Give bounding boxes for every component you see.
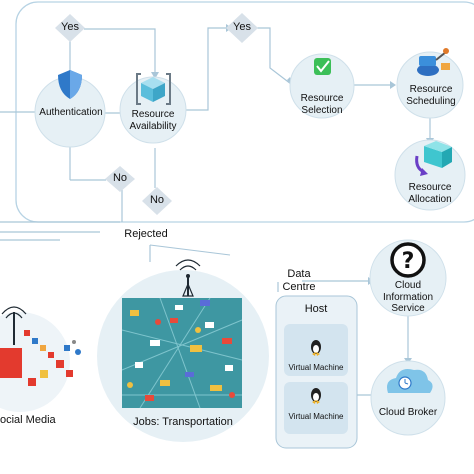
city-network (121, 297, 243, 409)
social-media-label: ocial Media (0, 414, 56, 426)
antenna-icon (175, 259, 201, 297)
authentication-label: Authentication (39, 107, 103, 118)
social-media-circle (0, 312, 70, 412)
resource-scheduling-label: Resource Scheduling (406, 84, 456, 107)
cloud-broker-label: Cloud Broker (378, 407, 438, 418)
vm-card-2 (284, 382, 348, 434)
antenna-link (149, 244, 231, 256)
box-arrow-icon (415, 141, 452, 176)
vm-2-label: Virtual Machine (288, 412, 344, 421)
decision-yes-right (226, 13, 258, 43)
decision-no-upper-label: No (112, 172, 128, 184)
svg-text:?: ? (402, 249, 415, 274)
decision-yes-left (55, 14, 85, 42)
resource-selection-label: Resource Selection (300, 93, 344, 116)
cloud-information-service-label: Cloud Information Service (382, 280, 434, 314)
question-mark-icon: ? (390, 242, 426, 278)
connectors (0, 27, 431, 396)
checkmark-icon (314, 58, 331, 75)
decision-yes-right-label: Yes (233, 21, 251, 33)
cube-icon (136, 73, 171, 105)
social-media-illustration (0, 306, 81, 386)
linux-penguin-icon (311, 340, 321, 356)
node-resource-selection (289, 53, 355, 119)
resource-allocation-label: Resource Allocation (408, 182, 452, 205)
node-cloud-information-service (369, 239, 447, 317)
robot-arm-icon (417, 48, 450, 76)
shield-highlight (70, 70, 82, 99)
cloud-icon (387, 369, 433, 393)
vm-1-label: Virtual Machine (288, 363, 344, 372)
decision-no-lower (142, 187, 172, 215)
linux-penguin-icon-2 (311, 388, 321, 404)
city-vehicles (127, 300, 235, 401)
decision-no-upper (105, 166, 135, 192)
data-centre-label: Data Centre (282, 268, 316, 293)
jobs-transportation-label: Jobs: Transportation (133, 416, 233, 428)
decision-yes-left-label: Yes (61, 21, 79, 33)
rejected-label: Rejected (124, 228, 168, 240)
host-label: Host (304, 303, 328, 315)
decision-no-lower-label: No (149, 194, 165, 206)
resource-availability-label: Resource Availability (129, 109, 177, 132)
city-illustration (122, 298, 242, 408)
